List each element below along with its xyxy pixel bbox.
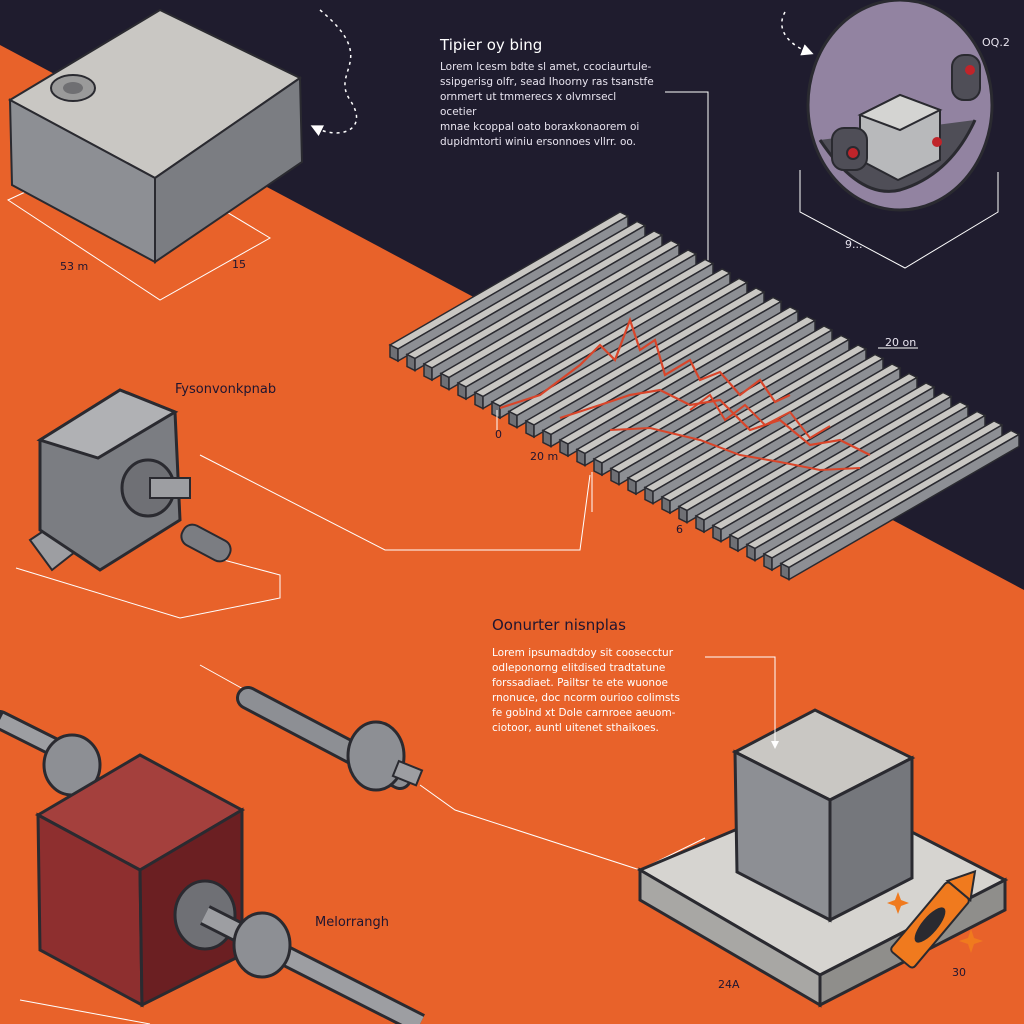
dim-base-left: 24A	[718, 978, 740, 991]
middle-panel-line: ciotoor, auntl uitenet sthaikoes.	[492, 722, 659, 734]
middle-panel-line: odleponorng elitdised tradtatune	[492, 662, 666, 674]
sparkle-icon	[887, 892, 909, 914]
dim-grid-zero: 0	[495, 428, 502, 441]
dim-dome-code: OQ.2	[982, 36, 1010, 49]
top-panel-line: dupidmtorti winiu ersonnoes vllrr. oo.	[440, 136, 636, 148]
top-panel-body: Lorem lcesm bdte sl amet, ccociaurtule- …	[440, 60, 655, 150]
crayon-icon	[890, 869, 977, 969]
dim-grid-six: 6	[676, 523, 683, 536]
grid-bar-face	[788, 433, 1020, 581]
dashed-arrow-icon	[310, 9, 358, 137]
signal-trace	[499, 316, 871, 472]
connector-middle	[419, 784, 706, 871]
top-panel-line: mnae kcoppal oato boraxkonaorem oi	[440, 121, 640, 133]
middle-panel-line: rnonuce, doc ncorm ourioo colimsts	[492, 692, 680, 704]
rod-assembly	[199, 664, 424, 792]
connector-bottom	[705, 656, 779, 749]
top-panel-title: Tipier oy bing	[440, 36, 543, 54]
middle-panel-title: Oonurter nisnplas	[492, 616, 626, 634]
connector-top	[665, 91, 709, 272]
middle-panel-line: forssadiaet. Pailtsr te ete wuonoe	[492, 677, 668, 689]
middle-panel-body: Lorem ipsumadtdoy sit coosecctur odlepon…	[492, 646, 692, 736]
middle-panel-line: fe goblnd xt Dole carnroee aeuom-	[492, 707, 676, 719]
dim-box-depth: 15	[232, 258, 246, 271]
left-machine	[15, 388, 281, 619]
dome-device	[799, 0, 999, 269]
left-label: Fysonvonkpnab	[175, 382, 277, 397]
top-panel-line: ornmert ut tmmerecs x olvmrsecl ocetier	[440, 91, 617, 118]
dim-base-right: 30	[952, 966, 966, 979]
dim-dome: 9...	[845, 238, 863, 251]
red-box	[0, 710, 425, 1024]
connector-left	[199, 454, 591, 551]
middle-panel-line: Lorem ipsumadtdoy sit coosecctur	[492, 647, 674, 659]
grey-box-top-left	[6, 8, 304, 301]
dim-box-width: 53 m	[60, 260, 89, 273]
dim-grid-top: 20 on	[885, 336, 917, 349]
dim-grid-bottom: 20 m	[530, 450, 559, 463]
top-panel-line: Lorem lcesm bdte sl amet, ccociaurtule-	[440, 61, 652, 73]
top-panel-line: ssipgerisg olfr, sead Ihoorny ras tsanst…	[440, 76, 654, 88]
sparkle-icon-2	[959, 929, 983, 953]
bottom-label: Melorrangh	[315, 915, 389, 930]
